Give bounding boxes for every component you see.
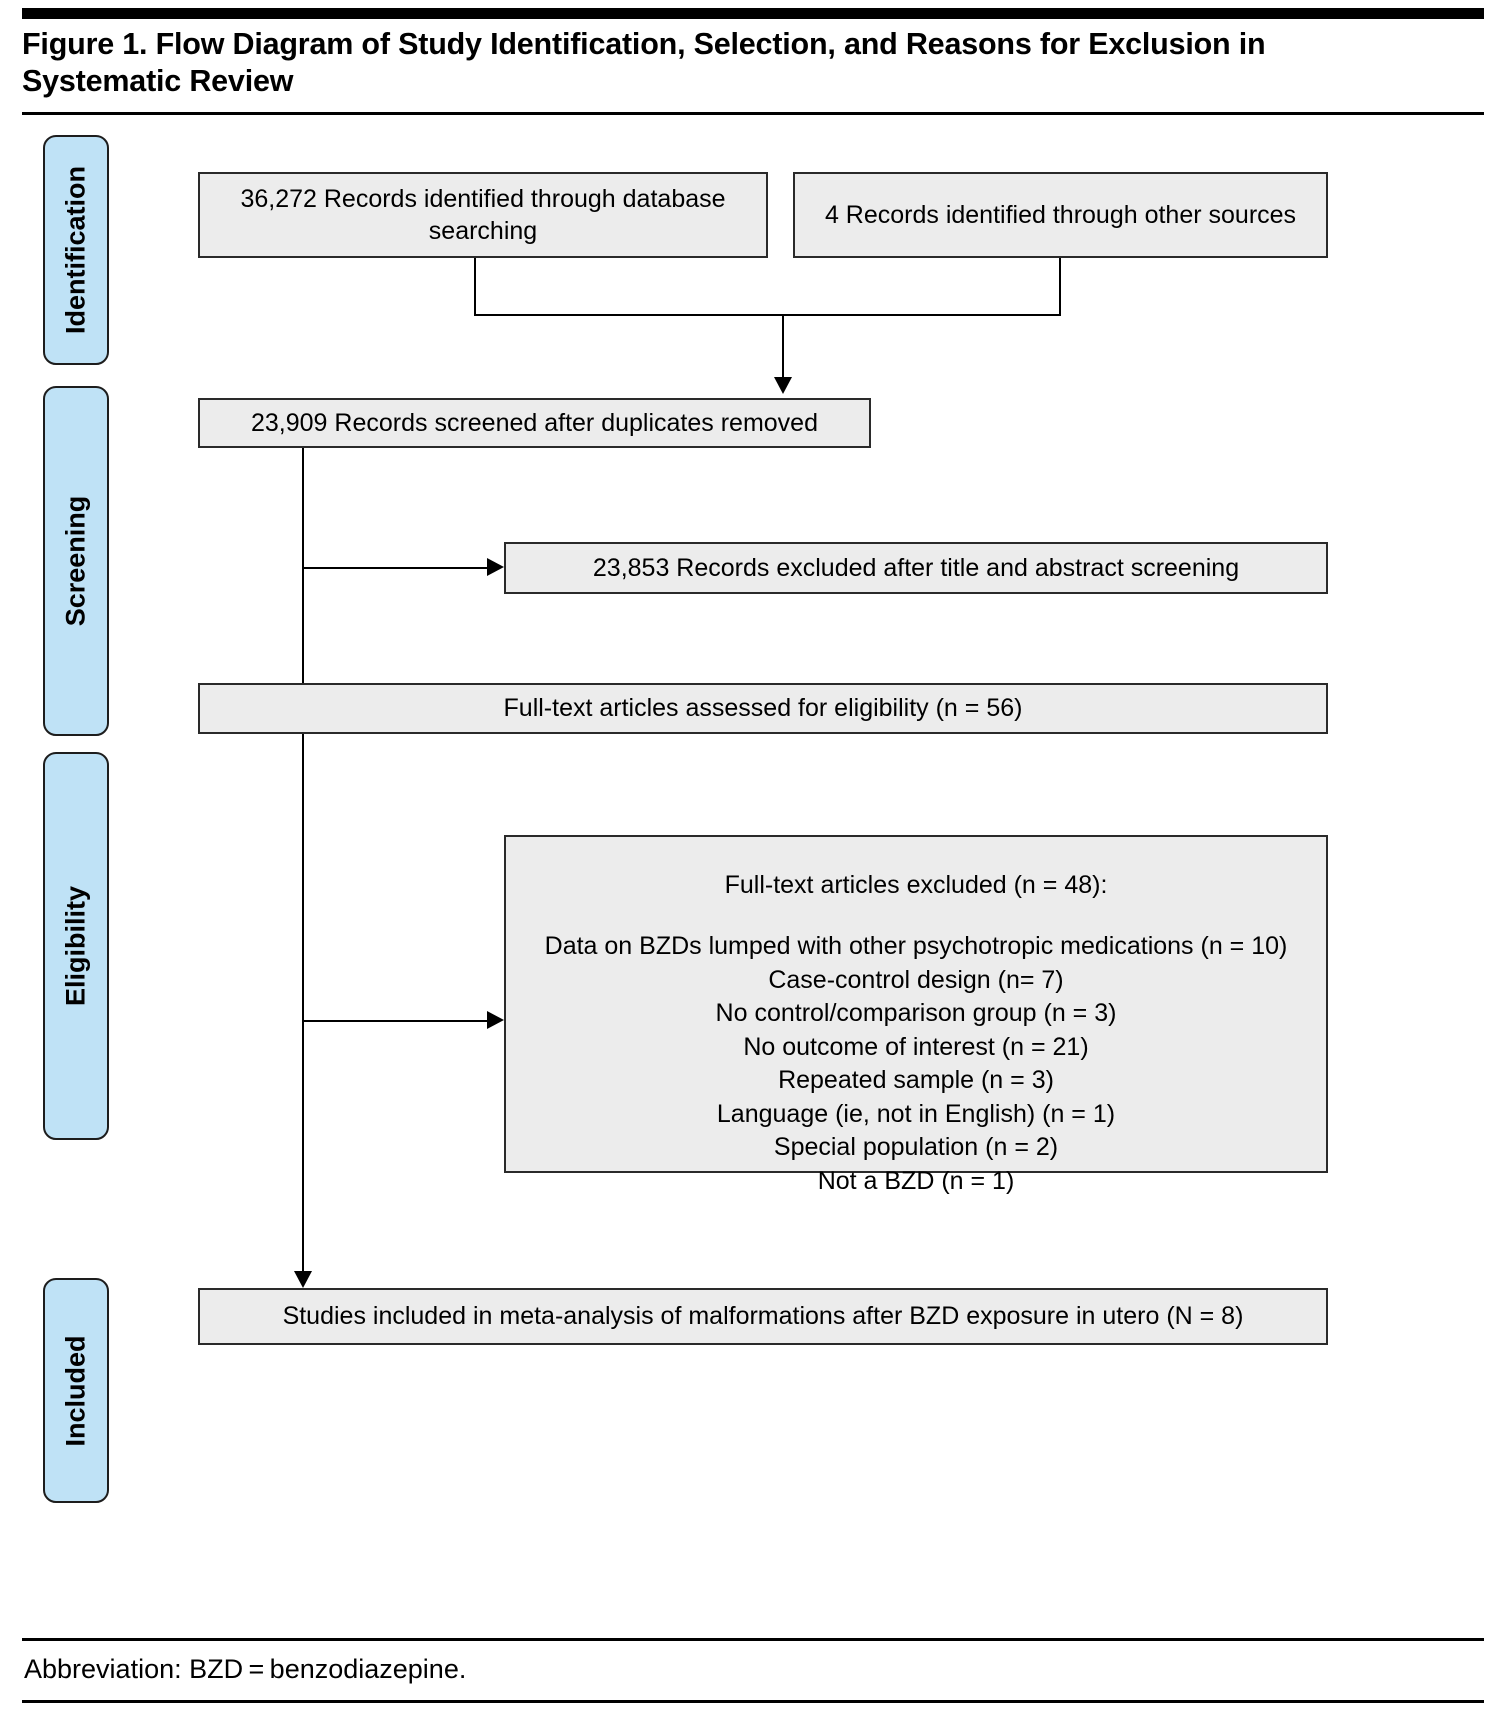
stage-included: Included xyxy=(43,1278,109,1503)
stage-screening-label: Screening xyxy=(60,495,91,627)
footnote-abbreviation: Abbreviation: BZD = benzodiazepine. xyxy=(24,1654,467,1684)
exclusion-reason-item: Not a BZD (n = 1) xyxy=(817,1166,1015,1195)
connector-db-down xyxy=(474,258,477,316)
exclusion-heading: Full-text articles excluded (n = 48): xyxy=(724,871,1108,899)
stage-eligibility-label: Eligibility xyxy=(60,885,91,1007)
box-database-searching: 36,272 Records identified through databa… xyxy=(198,172,768,258)
box-fulltext-assessed: Full-text articles assessed for eligibil… xyxy=(198,683,1328,734)
arrow-to-included xyxy=(293,1271,312,1288)
exclusion-reason-item: Special population (n = 2) xyxy=(773,1133,1059,1161)
exclusion-reason-list: Data on BZDs lumped with other psychotro… xyxy=(506,930,1326,1198)
exclusion-reason-item: Language (ie, not in English) (n = 1) xyxy=(716,1099,1116,1128)
connector-main-spine xyxy=(302,448,305,1286)
connector-to-excluded-screening xyxy=(302,567,488,570)
arrow-to-excluded-screening xyxy=(487,558,504,576)
arrow-to-screened xyxy=(773,377,792,394)
stage-eligibility: Eligibility xyxy=(43,752,109,1140)
box-excluded-after-screening: 23,853 Records excluded after title and … xyxy=(504,542,1328,594)
exclusion-reason-item: Data on BZDs lumped with other psychotro… xyxy=(544,932,1288,960)
figure-title: Figure 1. Flow Diagram of Study Identifi… xyxy=(22,27,1266,99)
box-other-sources-label: 4 Records identified through other sourc… xyxy=(824,200,1297,229)
box-records-screened: 23,909 Records screened after duplicates… xyxy=(198,398,871,448)
stage-identification: Identification xyxy=(43,135,109,365)
exclusion-reason-item: No outcome of interest (n = 21) xyxy=(743,1032,1089,1061)
stage-included-label: Included xyxy=(60,1334,91,1447)
stage-identification-label: Identification xyxy=(60,166,91,334)
connector-to-exclusion-list xyxy=(302,1020,488,1023)
title-divider xyxy=(22,112,1484,115)
box-studies-included-label: Studies included in meta-analysis of mal… xyxy=(282,1302,1244,1331)
box-studies-included: Studies included in meta-analysis of mal… xyxy=(198,1288,1328,1345)
exclusion-reason-item: No control/comparison group (n = 3) xyxy=(715,999,1117,1027)
box-exclusion-reasons: Full-text articles excluded (n = 48): Da… xyxy=(504,835,1328,1195)
box-excluded-after-screening-label: 23,853 Records excluded after title and … xyxy=(592,553,1240,582)
connector-other-down xyxy=(1059,258,1062,316)
connector-merge-down xyxy=(782,314,785,378)
box-records-screened-label: 23,909 Records screened after duplicates… xyxy=(251,408,818,437)
box-other-sources: 4 Records identified through other sourc… xyxy=(793,172,1328,258)
box-fulltext-assessed-label: Full-text articles assessed for eligibil… xyxy=(503,694,1023,723)
footer-divider-bottom xyxy=(22,1700,1484,1703)
stage-screening: Screening xyxy=(43,386,109,736)
arrow-to-exclusion-list xyxy=(487,1011,504,1029)
connector-merge-horizontal xyxy=(474,314,1061,317)
exclusion-reason-item: Repeated sample (n = 3) xyxy=(778,1066,1054,1094)
top-divider xyxy=(22,8,1484,19)
footer-divider-top xyxy=(22,1638,1484,1641)
exclusion-reason-item: Case-control design (n= 7) xyxy=(768,965,1064,994)
box-database-searching-label: 36,272 Records identified through databa… xyxy=(240,184,726,246)
